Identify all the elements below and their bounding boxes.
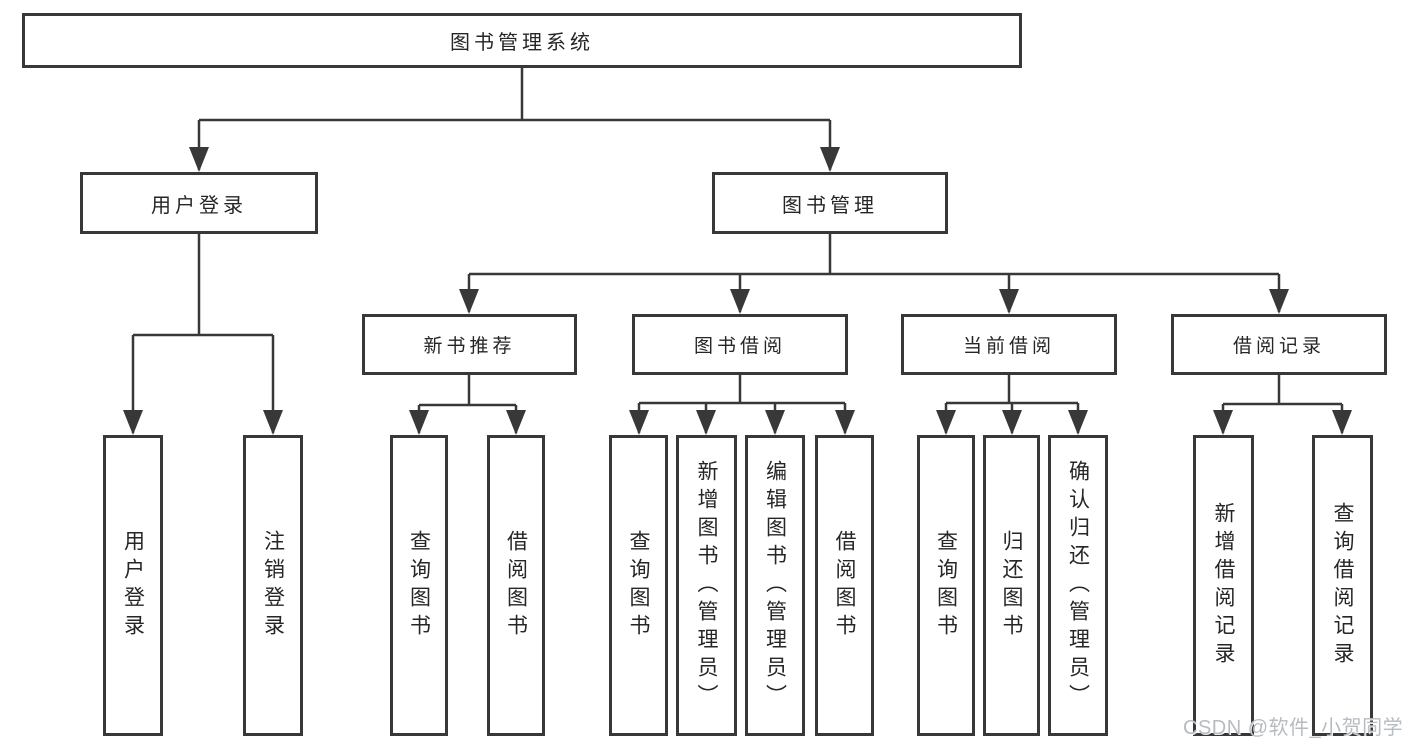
node-label: 图书管理系统 — [450, 32, 594, 54]
arrow-down-icon — [1068, 410, 1088, 435]
arrow-down-icon — [1002, 410, 1022, 435]
node-label: 查询借阅记录 — [1331, 501, 1355, 670]
node-book-borrow: 图书借阅 — [632, 314, 848, 375]
leaf-edit-books-admin: 编辑图书（管理员） — [745, 435, 805, 736]
node-label: 新书推荐 — [423, 336, 516, 357]
leaf-logout: 注销登录 — [243, 435, 303, 736]
node-label: 查询图书 — [627, 529, 651, 642]
arrow-down-icon — [936, 410, 956, 435]
arrow-down-icon — [765, 410, 785, 435]
node-book-management: 图书管理 — [712, 172, 948, 234]
leaf-query-books-current: 查询图书 — [917, 435, 975, 736]
node-label: 图书管理 — [782, 194, 878, 217]
node-label: 当前借阅 — [962, 336, 1055, 357]
node-label: 借阅记录 — [1232, 336, 1325, 357]
arrow-down-icon — [123, 410, 143, 435]
arrow-down-icon — [459, 289, 479, 314]
node-label: 图书借阅 — [693, 336, 786, 357]
node-label: 借阅图书 — [504, 529, 528, 642]
arrow-down-icon — [189, 147, 209, 172]
node-label: 编辑图书（管理员） — [763, 459, 787, 712]
node-label: 确认归还（管理员） — [1066, 459, 1090, 712]
leaf-query-books-borrow: 查询图书 — [609, 435, 668, 736]
arrow-down-icon — [730, 289, 750, 314]
node-new-book-recommend: 新书推荐 — [362, 314, 577, 375]
leaf-add-borrow-record: 新增借阅记录 — [1193, 435, 1254, 736]
node-label: 新增借阅记录 — [1212, 501, 1236, 670]
node-current-borrow: 当前借阅 — [901, 314, 1117, 375]
leaf-borrow-books-recommend: 借阅图书 — [487, 435, 545, 736]
arrow-down-icon — [1269, 289, 1289, 314]
node-label: 新增图书（管理员） — [695, 459, 719, 712]
leaf-borrow-books: 借阅图书 — [815, 435, 874, 736]
leaf-add-books-admin: 新增图书（管理员） — [676, 435, 737, 736]
node-root-system: 图书管理系统 — [22, 13, 1022, 68]
node-label: 注销登录 — [261, 529, 285, 642]
leaf-query-borrow-record: 查询借阅记录 — [1312, 435, 1373, 736]
node-label: 归还图书 — [1000, 529, 1024, 642]
csdn-watermark: CSDN @软件_小贺同学 — [1183, 717, 1404, 739]
arrow-down-icon — [263, 410, 283, 435]
arrow-down-icon — [696, 410, 716, 435]
arrow-down-icon — [506, 410, 526, 435]
node-user-login: 用户登录 — [80, 172, 318, 234]
leaf-confirm-return-admin: 确认归还（管理员） — [1048, 435, 1108, 736]
arrow-down-icon — [1332, 410, 1352, 435]
leaf-user-login: 用户登录 — [103, 435, 163, 736]
arrow-down-icon — [835, 410, 855, 435]
node-label: 查询图书 — [934, 529, 958, 642]
arrow-down-icon — [820, 147, 840, 172]
node-label: 查询图书 — [407, 529, 431, 642]
leaf-return-books: 归还图书 — [983, 435, 1040, 736]
node-borrow-records: 借阅记录 — [1171, 314, 1387, 375]
node-label: 用户登录 — [151, 194, 247, 217]
arrow-down-icon — [409, 410, 429, 435]
leaf-query-books-recommend: 查询图书 — [390, 435, 448, 736]
node-label: 用户登录 — [121, 529, 145, 642]
arrow-down-icon — [1213, 410, 1233, 435]
node-label: 借阅图书 — [833, 529, 857, 642]
arrow-down-icon — [999, 289, 1019, 314]
arrow-down-icon — [629, 410, 649, 435]
